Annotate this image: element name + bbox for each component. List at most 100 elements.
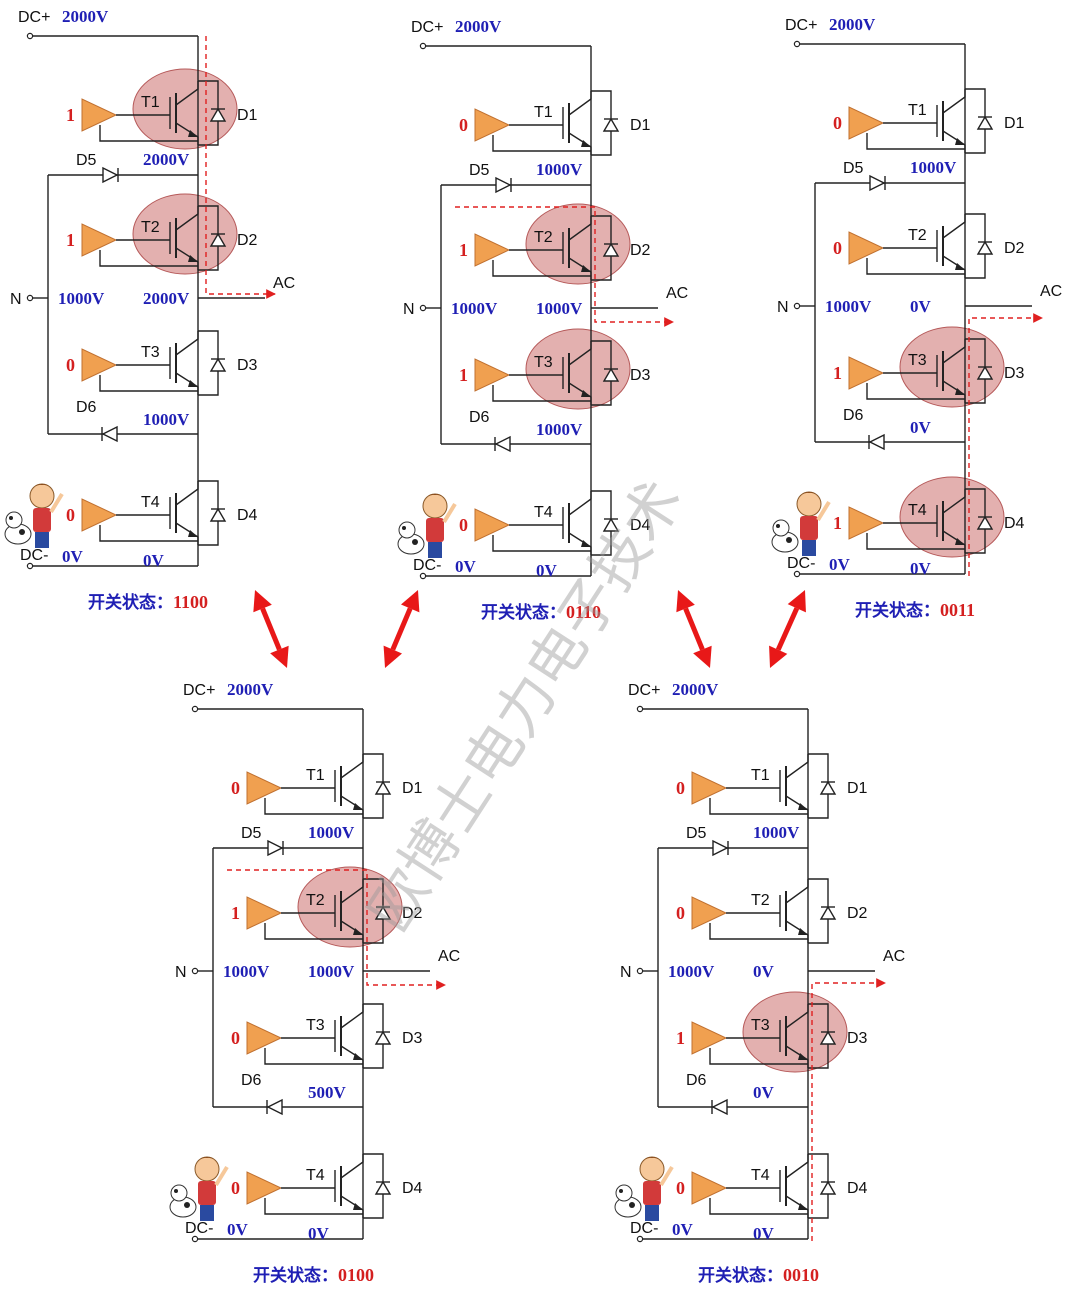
gate-signal-t4: 0 [66,505,75,525]
conducting-highlight-t3 [525,328,631,410]
igbt-collector [340,754,364,779]
switch-label-t4: T4 [306,1167,325,1184]
diode-label-d3: D3 [402,1030,423,1047]
node-voltage-4: 0V [308,1224,330,1243]
neutral-label: N [10,291,22,308]
freewheel-diode-symbol [209,357,227,372]
switch-label-t2: T2 [908,227,927,244]
gate-driver-icon [246,896,283,930]
igbt-collector [568,216,592,241]
dc-plus-label: DC+ [628,682,660,699]
dc-plus-label: DC+ [785,17,817,34]
neutral-terminal [419,304,427,312]
igbt-emitter-arrow [955,538,965,545]
ac-label: AC [883,948,905,965]
dog-head [615,1184,633,1202]
igbt-emitter-arrow [188,530,198,537]
state-caption-prefix: 开关状态： [88,592,173,613]
gate-signal-t3: 1 [676,1028,685,1048]
switch-label-t2: T2 [751,892,770,909]
dc-minus-terminal [26,562,34,570]
d6-diode-symbol [494,435,511,453]
gate-signal-t1: 0 [459,115,468,135]
igbt-emitter [340,795,364,818]
d5-diode-symbol [869,174,886,192]
conducting-highlight-t3 [899,326,1005,408]
igbt-emitter-arrow [581,390,591,397]
dog-eye [776,524,780,528]
diode-label-d4: D4 [402,1180,423,1197]
igbt-emitter-arrow [798,1053,808,1060]
transition-arrow-3-head-end [693,645,712,668]
dc-plus-terminal [419,42,427,50]
driver-return-wire [866,533,965,550]
neutral-voltage: 1000V [825,297,872,316]
dog-spot [629,1202,635,1208]
diode-label-d3: D3 [1004,365,1025,382]
dog-eye [174,1189,178,1193]
dc-plus-voltage: 2000V [672,680,719,699]
kid-hair [195,1157,219,1163]
dc-plus-label: DC+ [183,682,215,699]
transition-arrow-2-head-start [400,590,420,613]
freewheel-diode-symbol [976,515,994,530]
current-path-arrow [968,313,1043,576]
transition-arrow-1-head-start [253,590,272,613]
conducting-highlight-t4 [899,476,1005,558]
d6-label: D6 [76,399,97,416]
switch-label-t1: T1 [908,102,927,119]
gate-driver-icon [474,508,511,542]
diode-label-d3: D3 [630,367,651,384]
conducting-highlight-t1 [132,68,238,150]
igbt-emitter-arrow [955,263,965,270]
diode-label-d1: D1 [237,107,258,124]
gate-signal-t4: 0 [459,515,468,535]
switch-label-t3: T3 [751,1017,770,1034]
node-voltage-1: 1000V [536,160,583,179]
freewheel-diode-symbol [819,1030,837,1045]
transition-arrow-4-shaft [775,607,800,651]
ac-label: AC [438,948,460,965]
d5-label: D5 [76,152,97,169]
igbt-collector [942,89,966,114]
current-path-arrow [811,978,886,1241]
node-voltage-1: 1000V [308,823,355,842]
dc-minus-voltage: 0V [227,1220,249,1239]
freewheel-diode-symbol [374,780,392,795]
diode-label-d2: D2 [1004,240,1025,257]
transition-arrow-4-head-end [769,645,788,668]
diode-label-d1: D1 [1004,115,1025,132]
kid-shirt [198,1181,216,1205]
igbt-emitter-arrow [955,138,965,145]
igbt-collector [175,81,199,106]
gate-driver-icon [848,106,885,140]
dog-head [398,521,416,539]
dc-plus-terminal [793,40,801,48]
kid-head [422,493,448,519]
dog-spot [786,537,792,543]
d5-label: D5 [469,162,490,179]
freewheel-diode-symbol [209,232,227,247]
driver-return-wire [866,133,965,150]
freewheel-diode-symbol [209,507,227,522]
freewheel-diode-symbol [374,1180,392,1195]
kid-arm [816,500,831,522]
freewheel-diode-symbol [374,905,392,920]
switch-label-t4: T4 [141,494,160,511]
kid-pants [428,542,442,558]
diode-label-d4: D4 [237,507,258,524]
transition-arrow-2-shaft [390,607,413,651]
transition-arrow-3-head-start [676,590,695,613]
node-voltage-3: 1000V [143,410,190,429]
dc-minus-label: DC- [630,1220,658,1237]
gate-signal-t4: 1 [833,513,842,533]
freewheel-diode-symbol [976,365,994,380]
kid-hair [423,494,447,500]
igbt-collector [175,481,199,506]
